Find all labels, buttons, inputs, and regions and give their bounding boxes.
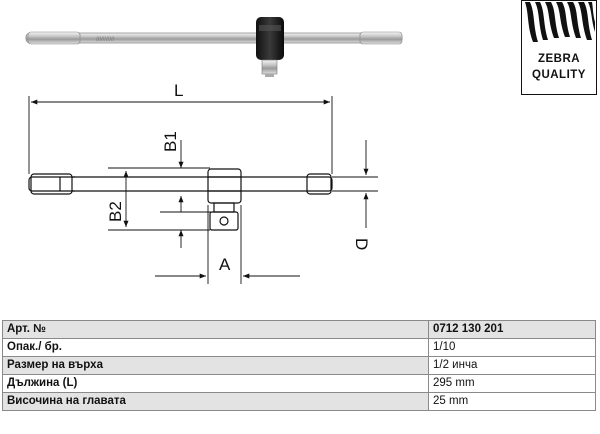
zebra-stripes-icon [525,2,595,42]
spec-row-length: Дължина (L) 295 mm [2,374,596,393]
spec-label: Дължина (L) [2,374,429,393]
dimension-lines [28,96,378,284]
spec-label: Арт. № [2,320,429,339]
spec-row-tip-size: Размер на върха 1/2 инча [2,356,596,375]
product-figure: /////////// [25,17,403,284]
dimension-label-A: A [219,255,231,274]
spec-label: Височина на главата [2,392,429,411]
spec-value: 0712 130 201 [428,320,596,339]
zebra-quality-logo [521,0,597,95]
spec-value: 295 mm [428,374,596,393]
spec-row-head-height: Височина на главата 25 mm [2,392,596,411]
logo-text-zebra: ZEBRA [537,53,581,65]
spec-row-article: Арт. № 0712 130 201 [2,320,596,339]
logo-text-quality: QUALITY [532,69,586,81]
dimension-label-D: D [352,238,371,250]
technical-drawing: /////////// [25,17,403,284]
dimension-label-B1: B1 [161,131,180,152]
line-drawing [28,168,333,231]
spec-label: Опак./ бр. [2,338,429,357]
dimension-label-B2: B2 [106,201,125,222]
spec-table: Арт. № 0712 130 201 Опак./ бр. 1/10 Разм… [2,320,596,411]
spec-value: 25 mm [428,392,596,411]
spec-value: 1/10 [428,338,596,357]
spec-label: Размер на върха [2,356,429,375]
spec-value: 1/2 инча [428,356,596,375]
product-photo: /////////// [25,17,403,77]
spec-row-pack: Опак./ бр. 1/10 [2,338,596,357]
engraving-marks: /////////// [96,37,115,43]
dimension-label-L: L [174,81,183,100]
